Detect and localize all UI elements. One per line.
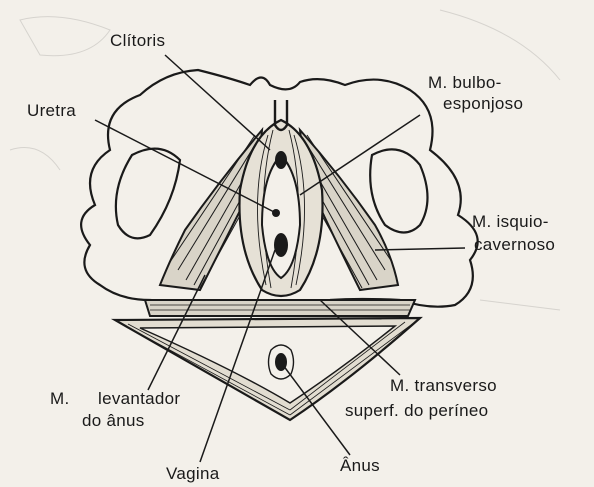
label-levantador-line3: do ânus bbox=[82, 411, 145, 431]
label-vagina: Vagina bbox=[166, 464, 219, 484]
label-transverso-line1: M. transverso bbox=[390, 376, 497, 396]
label-uretra: Uretra bbox=[27, 101, 76, 121]
label-clitoris: Clítoris bbox=[110, 31, 165, 51]
label-isquio-line1: M. isquio- bbox=[472, 212, 549, 232]
label-anus: Ânus bbox=[340, 456, 380, 476]
vagina-dark bbox=[274, 233, 288, 257]
label-bulbo-line1: M. bulbo- bbox=[428, 73, 502, 93]
label-levantador-line2: levantador bbox=[98, 389, 180, 409]
label-levantador-line1: M. bbox=[50, 389, 69, 409]
label-isquio-line2: cavernoso bbox=[474, 235, 555, 255]
label-transverso-line2: superf. do períneo bbox=[345, 401, 488, 421]
label-bulbo-line2: esponjoso bbox=[443, 94, 523, 114]
clitoris-glans bbox=[275, 151, 287, 169]
